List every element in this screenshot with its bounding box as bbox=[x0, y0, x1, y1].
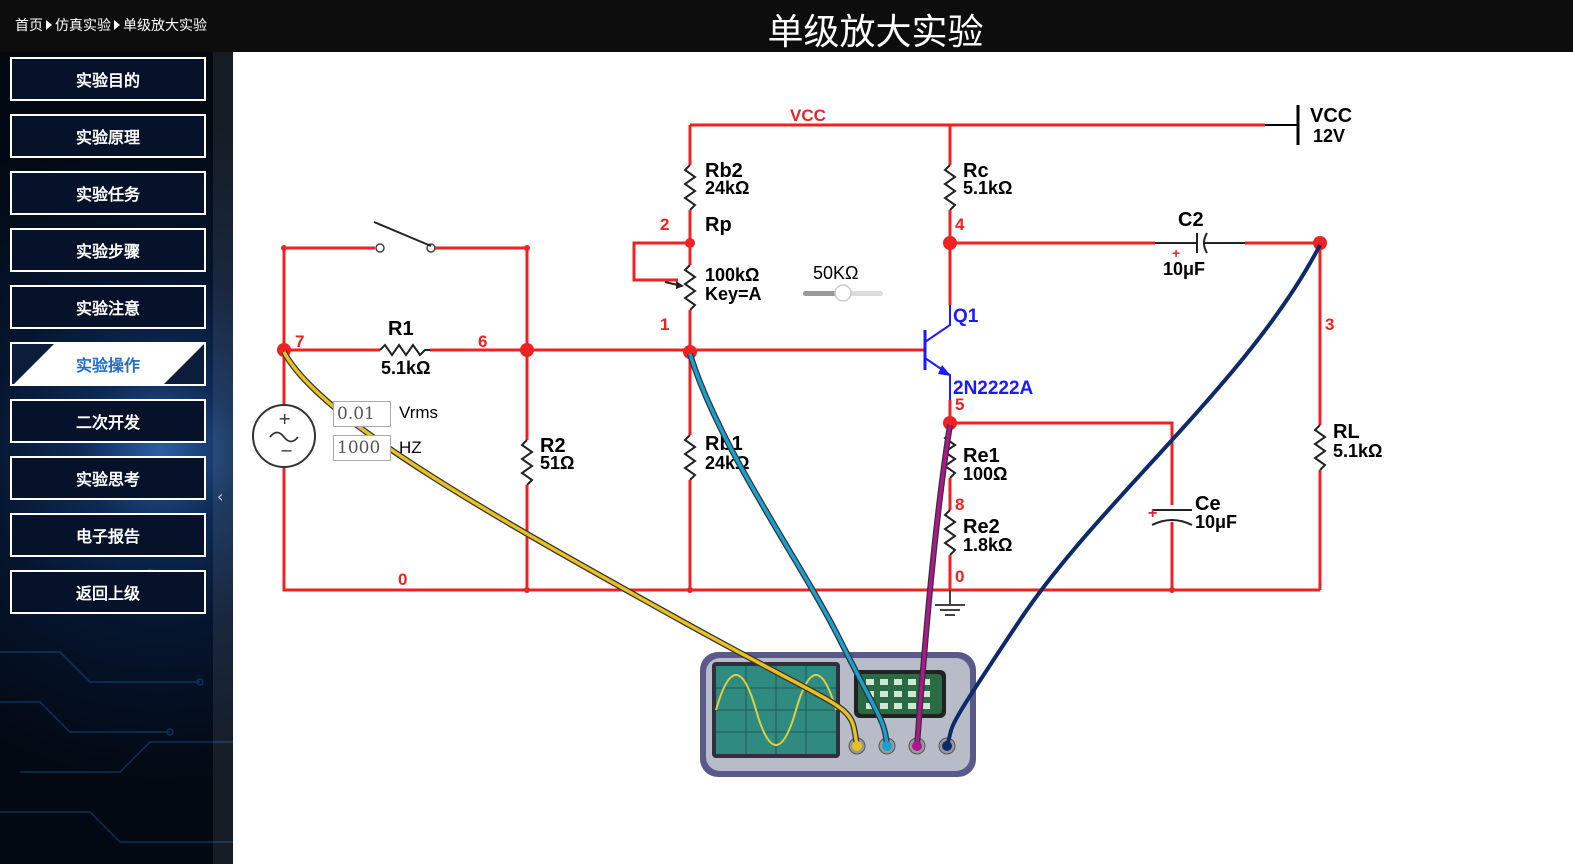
breadcrumb-sim[interactable]: 仿真实验 bbox=[55, 18, 111, 34]
vcc-source-label: VCC bbox=[1310, 105, 1352, 127]
breadcrumb: 首页 仿真实验 单级放大实验 bbox=[15, 15, 207, 35]
amplitude-unit: Vrms bbox=[399, 403, 439, 422]
simulation-canvas: .w { stroke:#ee2222; stroke-width:3; fil… bbox=[233, 52, 1573, 864]
nav-item-notes[interactable]: 实验注意 bbox=[10, 285, 206, 329]
chevron-left-icon[interactable]: ‹ bbox=[217, 487, 224, 506]
rc-value: 5.1kΩ bbox=[963, 178, 1012, 198]
nav-item-steps[interactable]: 实验步骤 bbox=[10, 228, 206, 272]
rb2-label: Rb2 bbox=[705, 160, 743, 182]
svg-text:+: + bbox=[278, 409, 291, 428]
probe-cable-d[interactable] bbox=[945, 244, 1322, 747]
q1-label: Q1 bbox=[953, 306, 979, 327]
breadcrumb-current: 单级放大实验 bbox=[123, 18, 207, 34]
nav-item-purpose[interactable]: 实验目的 bbox=[10, 57, 206, 101]
ce-label: Ce bbox=[1195, 493, 1221, 515]
nav-item-thinking[interactable]: 实验思考 bbox=[10, 456, 206, 500]
sidebar: 实验目的 实验原理 实验任务 实验步骤 实验注意 实验操作 二次开发 实验思考 … bbox=[0, 52, 233, 864]
node-0a-label: 0 bbox=[398, 570, 407, 589]
r1-value: 5.1kΩ bbox=[381, 358, 430, 378]
r2-label: R2 bbox=[540, 435, 566, 457]
vcc-source-value: 12V bbox=[1313, 126, 1345, 146]
oscilloscope[interactable] bbox=[700, 652, 976, 777]
rb2-value: 24kΩ bbox=[705, 178, 749, 198]
re2-value: 1.8kΩ bbox=[963, 535, 1012, 555]
node-6-label: 6 bbox=[478, 332, 487, 351]
chevron-right-icon bbox=[46, 20, 52, 30]
node-0b-label: 0 bbox=[955, 567, 964, 586]
probe-cable-b[interactable] bbox=[688, 353, 889, 747]
potentiometer-value: 50KΩ bbox=[813, 263, 859, 283]
node-1-label: 1 bbox=[660, 315, 669, 334]
rl-label: RL bbox=[1333, 421, 1360, 443]
node-2-label: 2 bbox=[660, 215, 669, 234]
nav-item-report[interactable]: 电子报告 bbox=[10, 513, 206, 557]
q1-model: 2N2222A bbox=[953, 378, 1034, 399]
breadcrumb-home[interactable]: 首页 bbox=[15, 18, 43, 34]
page-title: 单级放大实验 bbox=[767, 12, 984, 53]
svg-text:−: − bbox=[280, 441, 293, 460]
re1-value: 100Ω bbox=[963, 464, 1007, 484]
r2-value: 51Ω bbox=[540, 453, 574, 473]
amplitude-input[interactable]: 0.01 bbox=[333, 401, 391, 427]
switch[interactable] bbox=[373, 221, 436, 253]
slider-knob[interactable] bbox=[834, 284, 852, 302]
potentiometer-slider[interactable] bbox=[803, 284, 883, 302]
ce-value: 10μF bbox=[1195, 512, 1237, 532]
rp-label: Rp bbox=[705, 214, 732, 236]
c2-plus: + bbox=[1172, 245, 1180, 261]
sidebar-collapse-bar[interactable] bbox=[213, 52, 233, 864]
circuit-schematic: .w { stroke:#ee2222; stroke-width:3; fil… bbox=[252, 105, 1382, 777]
node-7-label: 7 bbox=[295, 332, 304, 351]
rp-key: Key=A bbox=[705, 284, 762, 304]
probe-cable-c[interactable] bbox=[915, 424, 952, 747]
re1-label: Re1 bbox=[963, 445, 1000, 467]
rp-value: 100kΩ bbox=[705, 265, 759, 285]
c2-value: 10μF bbox=[1163, 259, 1205, 279]
chevron-right-icon bbox=[114, 20, 120, 30]
node-8-label: 8 bbox=[955, 495, 964, 514]
nav-item-development[interactable]: 二次开发 bbox=[10, 399, 206, 443]
nav-item-operation[interactable]: 实验操作 bbox=[10, 342, 206, 386]
top-bar: 首页 仿真实验 单级放大实验 单级放大实验 bbox=[0, 0, 1573, 53]
c2-label: C2 bbox=[1178, 209, 1204, 231]
r1-label: R1 bbox=[388, 318, 414, 340]
transistor-q1 bbox=[923, 305, 951, 400]
frequency-unit: HZ bbox=[399, 438, 422, 457]
vcc-rail-label: VCC bbox=[790, 106, 826, 125]
ac-source: + − bbox=[252, 404, 316, 468]
rl-value: 5.1kΩ bbox=[1333, 441, 1382, 461]
frequency-input[interactable]: 1000 bbox=[333, 435, 391, 461]
node-4-label: 4 bbox=[955, 215, 965, 234]
re2-label: Re2 bbox=[963, 516, 1000, 538]
ce-plus: + bbox=[1148, 505, 1157, 522]
nav-item-principle[interactable]: 实验原理 bbox=[10, 114, 206, 158]
nav-item-back[interactable]: 返回上级 bbox=[10, 570, 206, 614]
node-3-label: 3 bbox=[1325, 315, 1334, 334]
nav-item-task[interactable]: 实验任务 bbox=[10, 171, 206, 215]
rc-label: Rc bbox=[963, 160, 989, 182]
node-5-label: 5 bbox=[955, 395, 964, 414]
